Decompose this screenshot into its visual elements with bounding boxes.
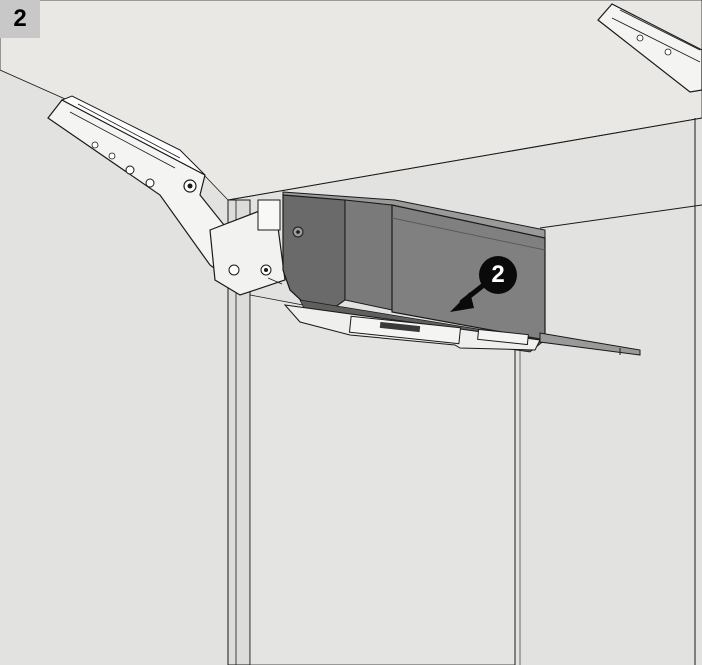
top-panel-edge (227, 117, 702, 201)
step-number: 2 (13, 5, 27, 32)
mounting-base-plate (283, 304, 541, 351)
lift-mechanism-housing (282, 191, 546, 353)
right-hinge-arm (597, 3, 702, 93)
callout-number: 2 (491, 261, 505, 288)
callout-marker: 2 (479, 256, 517, 294)
cabinet-side-panel-front (227, 199, 251, 665)
release-rod (539, 332, 641, 356)
cabinet-back-panel (249, 294, 516, 665)
step-number-badge: 2 (0, 0, 40, 38)
hinge-mounting-bracket (209, 199, 286, 296)
top-panel-back-edge (539, 204, 702, 229)
